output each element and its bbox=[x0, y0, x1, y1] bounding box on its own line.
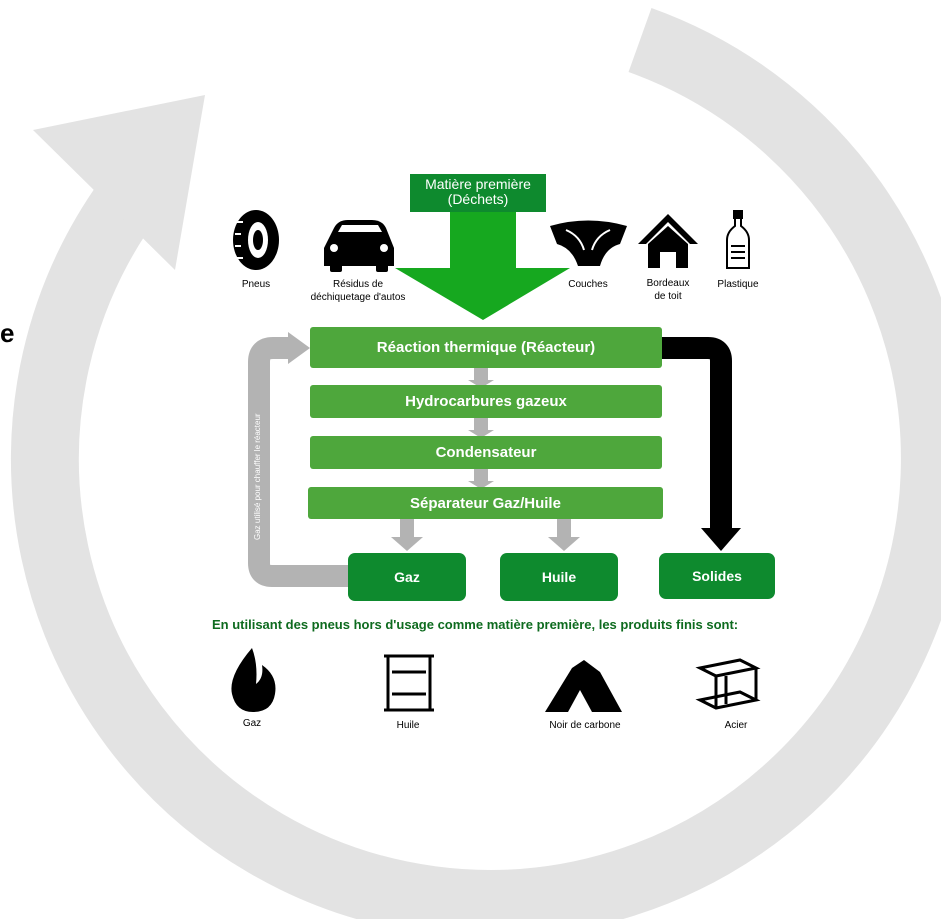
recycle-arrow-head bbox=[288, 332, 310, 364]
input-arrow bbox=[395, 212, 570, 320]
product-label-gaz: Gaz bbox=[242, 718, 262, 729]
step-gaseous-hydrocarbons: Hydrocarbures gazeux bbox=[310, 385, 662, 418]
bottle-icon bbox=[726, 210, 750, 269]
flame-icon bbox=[231, 648, 276, 712]
raw-material-line2: (Déchets) bbox=[447, 191, 509, 207]
car-icon bbox=[324, 220, 394, 272]
tire-icon bbox=[233, 210, 279, 270]
carbon-pile-icon bbox=[545, 660, 622, 712]
solids-arrow bbox=[662, 337, 732, 530]
cycle-arrow-head bbox=[33, 95, 205, 270]
input-label-bordeaux-line1: Bordeaux bbox=[646, 278, 690, 289]
input-label-residus-line2: déchiquetage d'autos bbox=[310, 292, 406, 303]
input-label-residus-line1: Résidus de bbox=[332, 279, 384, 290]
step-arrows bbox=[391, 368, 580, 551]
input-label-couches: Couches bbox=[568, 279, 608, 290]
house-roof-icon bbox=[638, 214, 698, 268]
step-reactor: Réaction thermique (Réacteur) bbox=[310, 327, 662, 368]
step-separator: Séparateur Gaz/Huile bbox=[308, 487, 663, 519]
steel-beam-icon bbox=[695, 658, 761, 710]
raw-material-box: Matière première (Déchets) bbox=[410, 174, 546, 212]
input-label-bordeaux-line2: de toit bbox=[654, 291, 682, 302]
cycle-arrow-ring bbox=[10, 8, 941, 919]
input-label-pneus: Pneus bbox=[241, 279, 271, 290]
raw-material-line1: Matière première bbox=[425, 176, 531, 192]
input-label-plastique: Plastique bbox=[717, 279, 759, 290]
partial-edge-text: e bbox=[0, 318, 15, 348]
product-label-huile: Huile bbox=[396, 720, 420, 731]
output-gaz: Gaz bbox=[348, 553, 466, 601]
output-huile: Huile bbox=[500, 553, 618, 601]
solids-arrow-head bbox=[701, 528, 741, 551]
input-label-residus: Résidus de déchiquetage d'autos bbox=[298, 278, 418, 304]
recycle-label: Gaz utilisé pour chauffer le réacteur bbox=[253, 413, 262, 540]
diaper-icon bbox=[550, 220, 627, 266]
products-caption: En utilisant des pneus hors d'usage comm… bbox=[212, 617, 739, 632]
oil-barrel-icon bbox=[384, 654, 434, 712]
input-label-bordeaux: Bordeaux de toit bbox=[636, 277, 700, 303]
product-label-noir-de-carbone: Noir de carbone bbox=[549, 720, 621, 731]
output-solides: Solides bbox=[659, 553, 775, 599]
product-label-acier: Acier bbox=[724, 720, 748, 731]
recycle-arrow bbox=[248, 337, 350, 587]
step-condenser: Condensateur bbox=[310, 436, 662, 469]
